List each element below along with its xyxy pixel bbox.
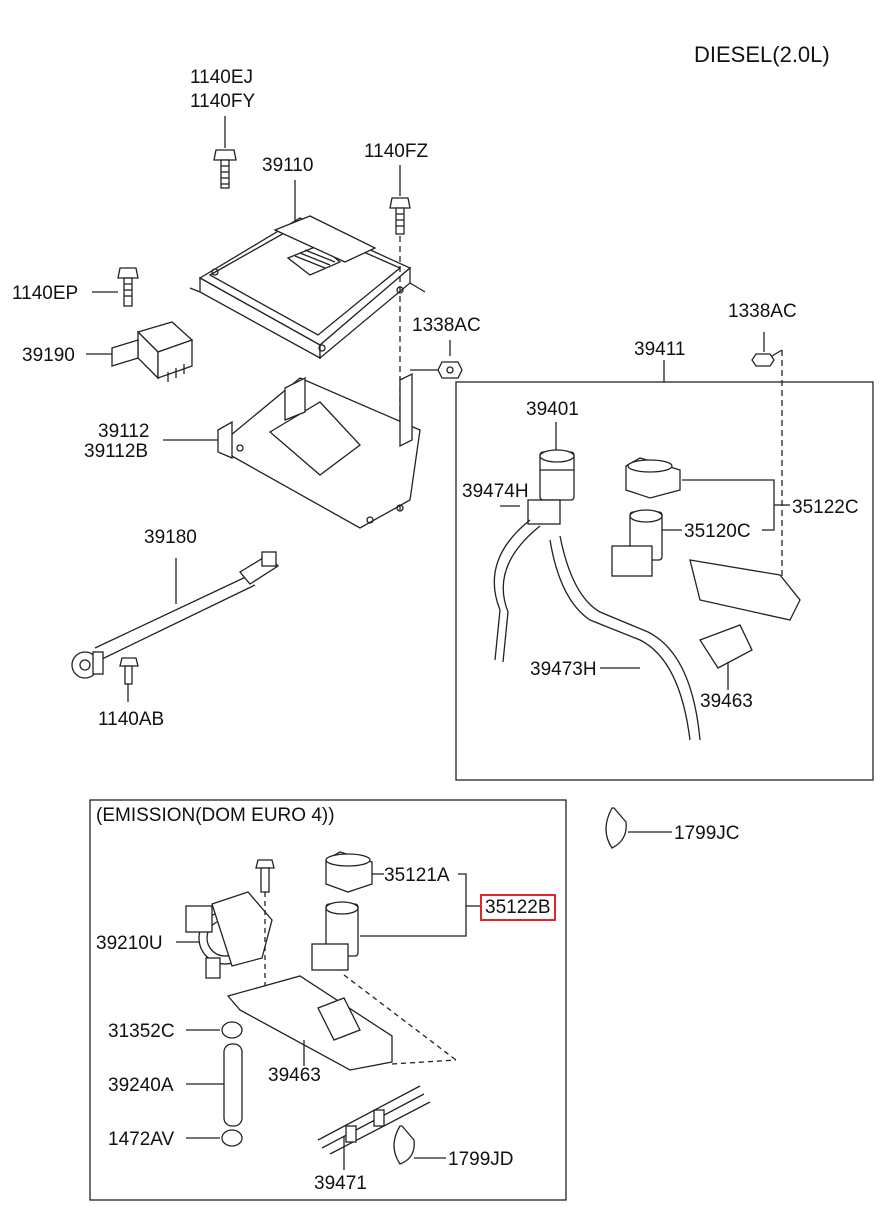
hose-a-icon <box>493 519 531 661</box>
label-set-c[interactable]: 35122C <box>792 497 859 518</box>
label-tube[interactable]: 39471 <box>314 1173 367 1194</box>
label-nut-box[interactable]: 1338AC <box>728 301 797 322</box>
valve-b-em-icon <box>311 901 359 971</box>
label-bolt-top-b[interactable]: 1140FY <box>190 91 256 112</box>
label-nut-bracket[interactable]: 1338AC <box>412 315 481 336</box>
label-clamp-a[interactable]: 31352C <box>108 1021 175 1042</box>
label-valve-a[interactable]: 39401 <box>526 399 579 420</box>
emission-title: (EMISSION(DOM EURO 4)) <box>96 805 335 826</box>
assembly-box <box>455 381 874 781</box>
valve-a-em-icon <box>325 851 373 893</box>
hose-b-icon <box>549 539 691 741</box>
label-hose-em[interactable]: 39240A <box>108 1075 174 1096</box>
leader-bracket <box>360 873 467 937</box>
engine-title: DIESEL(2.0L) <box>694 42 830 67</box>
bracket-icon <box>217 372 421 529</box>
valve-a-icon <box>527 449 575 525</box>
em-bolt-icon <box>255 859 275 893</box>
valve-c-icon <box>611 509 663 577</box>
label-bolt-top-a[interactable]: 1140EJ <box>190 67 254 88</box>
label-sensor[interactable]: 39180 <box>144 527 197 548</box>
label-valve-c[interactable]: 35120C <box>684 521 751 542</box>
relay-icon <box>111 321 194 382</box>
clip-right-icon <box>605 807 627 849</box>
label-hose-a[interactable]: 39474H <box>462 481 529 502</box>
label-bolt-right[interactable]: 1140FZ <box>364 141 429 162</box>
label-bolt-left[interactable]: 1140EP <box>12 283 79 304</box>
bolt-top-icon <box>213 149 237 189</box>
bracket-em-icon <box>226 975 393 1071</box>
label-hose-b[interactable]: 39473H <box>530 659 597 680</box>
label-valve-a-em[interactable]: 35121A <box>384 865 450 886</box>
nut-icon <box>437 361 463 379</box>
sensor-icon <box>71 551 279 679</box>
label-bracket-b[interactable]: 39112B <box>84 441 149 462</box>
label-bracket-a[interactable]: 39112 <box>98 421 150 442</box>
clamp-a-icon <box>221 1021 243 1039</box>
label-clamp-b[interactable]: 1472AV <box>108 1129 175 1150</box>
emission-box <box>89 799 567 1201</box>
tube-icon <box>317 1085 431 1155</box>
label-relay[interactable]: 39190 <box>22 345 75 366</box>
ecu-icon <box>189 215 426 360</box>
sensor-bolt-icon <box>119 657 139 685</box>
bracket-box-icon <box>689 559 801 669</box>
label-assembly[interactable]: 39411 <box>634 339 686 360</box>
bolt-right-icon <box>389 197 411 235</box>
label-clip-em[interactable]: 1799JD <box>448 1149 514 1170</box>
label-ecu[interactable]: 39110 <box>262 155 314 176</box>
label-clip-right[interactable]: 1799JC <box>674 823 740 844</box>
clip-em-icon <box>393 1125 415 1165</box>
nut-box-icon <box>751 353 775 367</box>
label-set-b-highlighted[interactable]: 35122B <box>480 894 556 921</box>
valve-set-c-top-icon <box>625 457 681 499</box>
clamp-b-icon <box>221 1129 243 1147</box>
bolt-left-icon <box>117 267 139 307</box>
hose-em-icon <box>223 1043 243 1127</box>
label-actuator[interactable]: 39210U <box>96 933 163 954</box>
label-bracket-em[interactable]: 39463 <box>268 1065 321 1086</box>
label-bracket-box[interactable]: 39463 <box>700 691 753 712</box>
label-sensor-bolt[interactable]: 1140AB <box>98 709 165 730</box>
actuator-icon <box>185 891 273 979</box>
